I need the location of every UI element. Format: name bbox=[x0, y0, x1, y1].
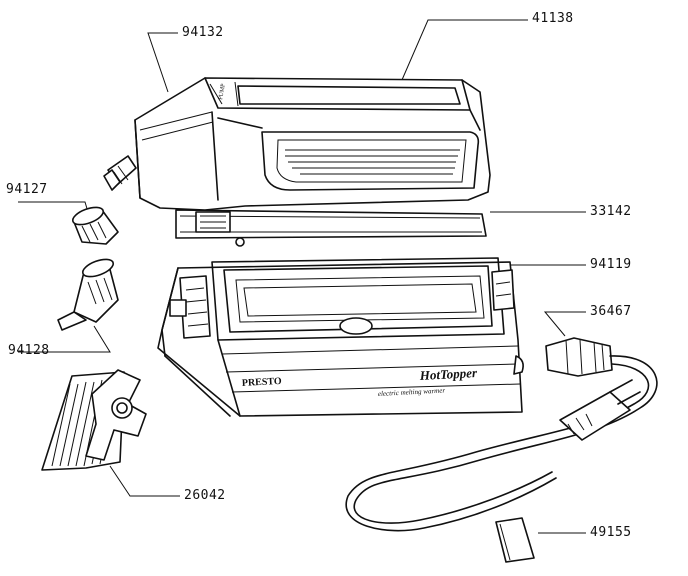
part-number-41138: 41138 bbox=[532, 11, 574, 26]
part-number-94119: 94119 bbox=[590, 257, 632, 272]
leader-41138 bbox=[394, 19, 528, 97]
part-number-49155: 49155 bbox=[590, 525, 632, 540]
booklet-49155 bbox=[495, 517, 535, 563]
power-cord-36467 bbox=[345, 337, 658, 532]
subtitle-text: electric melting warmer bbox=[378, 386, 446, 398]
nozzle-94128 bbox=[57, 258, 119, 331]
leader-94128 bbox=[18, 325, 111, 353]
part-number-94132: 94132 bbox=[182, 25, 224, 40]
part-number-94128: 94128 bbox=[8, 343, 50, 358]
gasket-33142 bbox=[175, 209, 487, 247]
base-unit bbox=[157, 257, 524, 417]
spreader-brush-26042 bbox=[41, 369, 147, 471]
leader-lines bbox=[18, 19, 586, 534]
part-number-36467: 36467 bbox=[590, 304, 632, 319]
pump-label: PUMP bbox=[218, 83, 227, 101]
nozzle-tip-94127 bbox=[71, 206, 119, 245]
leader-94127 bbox=[18, 201, 89, 213]
leader-94132 bbox=[147, 32, 178, 93]
part-number-94127: 94127 bbox=[6, 182, 48, 197]
leader-36467 bbox=[543, 311, 586, 337]
leader-26042 bbox=[109, 465, 180, 497]
part-number-26042: 26042 bbox=[184, 488, 226, 503]
part-number-33142: 33142 bbox=[590, 204, 632, 219]
pump-housing bbox=[103, 77, 491, 211]
brand-text: PRESTO bbox=[242, 376, 283, 389]
model-text: HotTopper bbox=[418, 365, 478, 383]
melt-texture bbox=[285, 149, 460, 175]
